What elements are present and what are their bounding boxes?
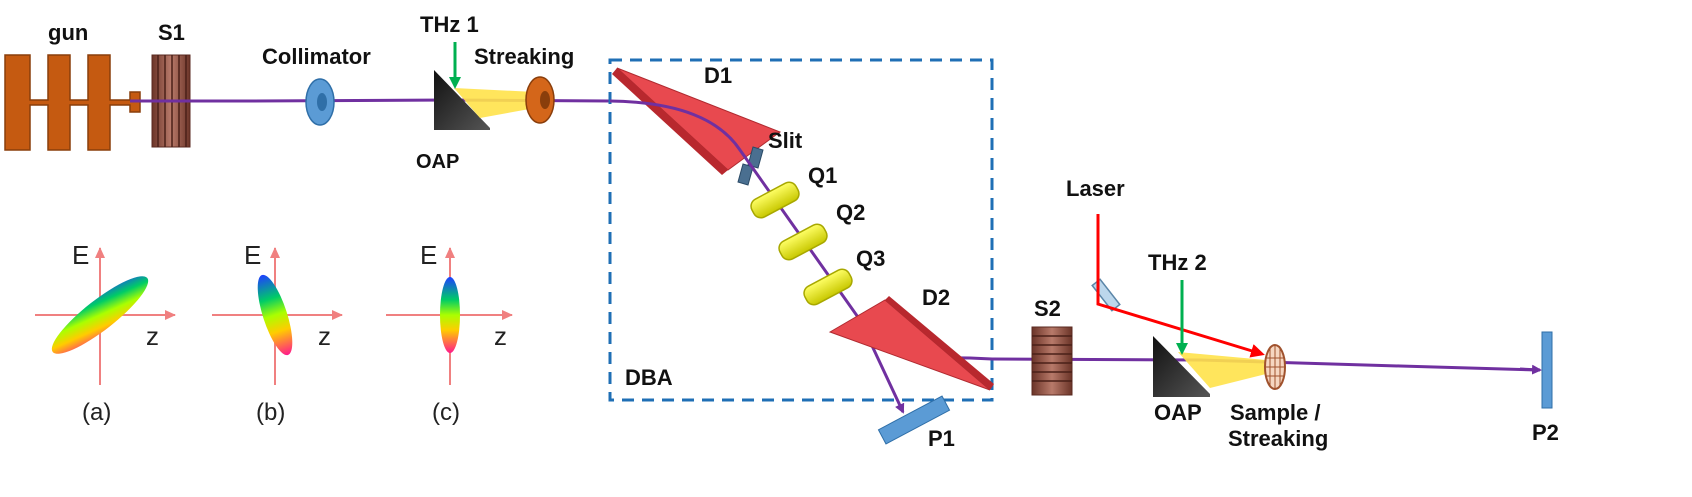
- label-sample: Sample /: [1230, 400, 1320, 425]
- quadrupole-q1: [750, 181, 800, 219]
- label-s2: S2: [1034, 296, 1061, 321]
- label-oap-1: OAP: [416, 151, 459, 173]
- label-sample-streaking: Streaking: [1228, 426, 1328, 451]
- laser-beam: [1096, 214, 1265, 358]
- caption-c: (c): [432, 399, 460, 426]
- label-q3: Q3: [856, 246, 885, 271]
- thz-beam-cone-2: [1178, 352, 1266, 388]
- label-slit: Slit: [768, 128, 803, 153]
- sample: [1264, 344, 1286, 390]
- oap-mirror-1: [434, 70, 490, 130]
- label-p2: P2: [1532, 420, 1559, 445]
- axis-e-c: E: [420, 240, 437, 270]
- label-gun: gun: [48, 20, 88, 45]
- electron-gun: [4, 54, 141, 151]
- axis-z-a: z: [146, 321, 159, 351]
- axis-e-a: E: [72, 240, 89, 270]
- quadrupole-q2: [778, 223, 828, 261]
- streaking-element: [525, 76, 555, 124]
- collimator: [305, 78, 335, 126]
- label-d1: D1: [704, 63, 732, 88]
- beam-arrowhead-p2: [1519, 364, 1542, 375]
- screen-p2: [1541, 331, 1553, 409]
- electron-beam-downstream: [991, 357, 1539, 372]
- label-laser: Laser: [1066, 176, 1125, 201]
- slit: [737, 146, 764, 186]
- dba-box: [608, 58, 994, 402]
- label-d2: D2: [922, 285, 950, 310]
- label-thz1: THz 1: [420, 12, 479, 37]
- phase-space-b: E z (b): [212, 240, 343, 426]
- label-oap-2: OAP: [1154, 400, 1202, 425]
- dipole-d2: [828, 296, 994, 391]
- phase-space-a: E z (a): [35, 240, 176, 426]
- thz-beam-cone-1: [454, 88, 535, 118]
- label-q1: Q1: [808, 163, 837, 188]
- caption-a: (a): [82, 399, 111, 426]
- label-collimator: Collimator: [262, 44, 371, 69]
- label-dba: DBA: [625, 365, 673, 390]
- label-s1: S1: [158, 20, 185, 45]
- label-p1: P1: [928, 426, 955, 451]
- axis-z-b: z: [318, 321, 331, 351]
- oap-mirror-2: [1153, 336, 1210, 397]
- label-thz2: THz 2: [1148, 250, 1207, 275]
- axis-e-b: E: [244, 240, 261, 270]
- label-q2: Q2: [836, 200, 865, 225]
- phase-space-c: E z (c): [386, 240, 513, 426]
- screen-p1: [877, 395, 951, 445]
- axis-z-c: z: [494, 321, 507, 351]
- label-streaking: Streaking: [474, 44, 574, 69]
- quadrupole-q3: [803, 268, 853, 306]
- caption-b: (b): [256, 399, 285, 426]
- solenoid-s2: [1031, 326, 1073, 396]
